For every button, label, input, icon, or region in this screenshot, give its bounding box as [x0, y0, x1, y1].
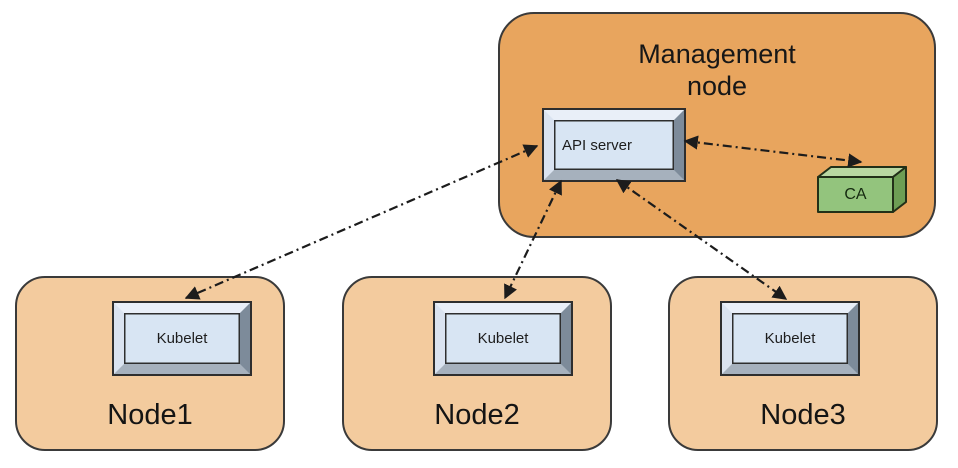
ca-label: CA [844, 185, 867, 203]
ca-box-front-face [817, 176, 894, 213]
ca-box [817, 166, 907, 213]
node1-kubelet-box: Kubelet [112, 301, 252, 376]
node3-label: Node3 [760, 399, 846, 431]
node2-kubelet-box: Kubelet [433, 301, 573, 376]
node3: Kubelet Node3 [668, 276, 938, 451]
node2-label: Node2 [434, 399, 520, 431]
node2-kubelet-label: Kubelet [477, 330, 529, 347]
management-node: Management node API server [498, 12, 936, 238]
ca-box-top-face [817, 166, 907, 178]
management-node-label: Management node [638, 39, 796, 101]
api-server-label: API server [562, 136, 633, 154]
node3-kubelet-box: Kubelet [720, 301, 860, 376]
node1: Kubelet Node1 [15, 276, 285, 451]
api-server-box: API server [542, 108, 686, 182]
node3-kubelet-label: Kubelet [764, 330, 816, 347]
node1-kubelet-label: Kubelet [156, 330, 208, 347]
node1-label: Node1 [107, 399, 193, 431]
node2: Kubelet Node2 [342, 276, 612, 451]
